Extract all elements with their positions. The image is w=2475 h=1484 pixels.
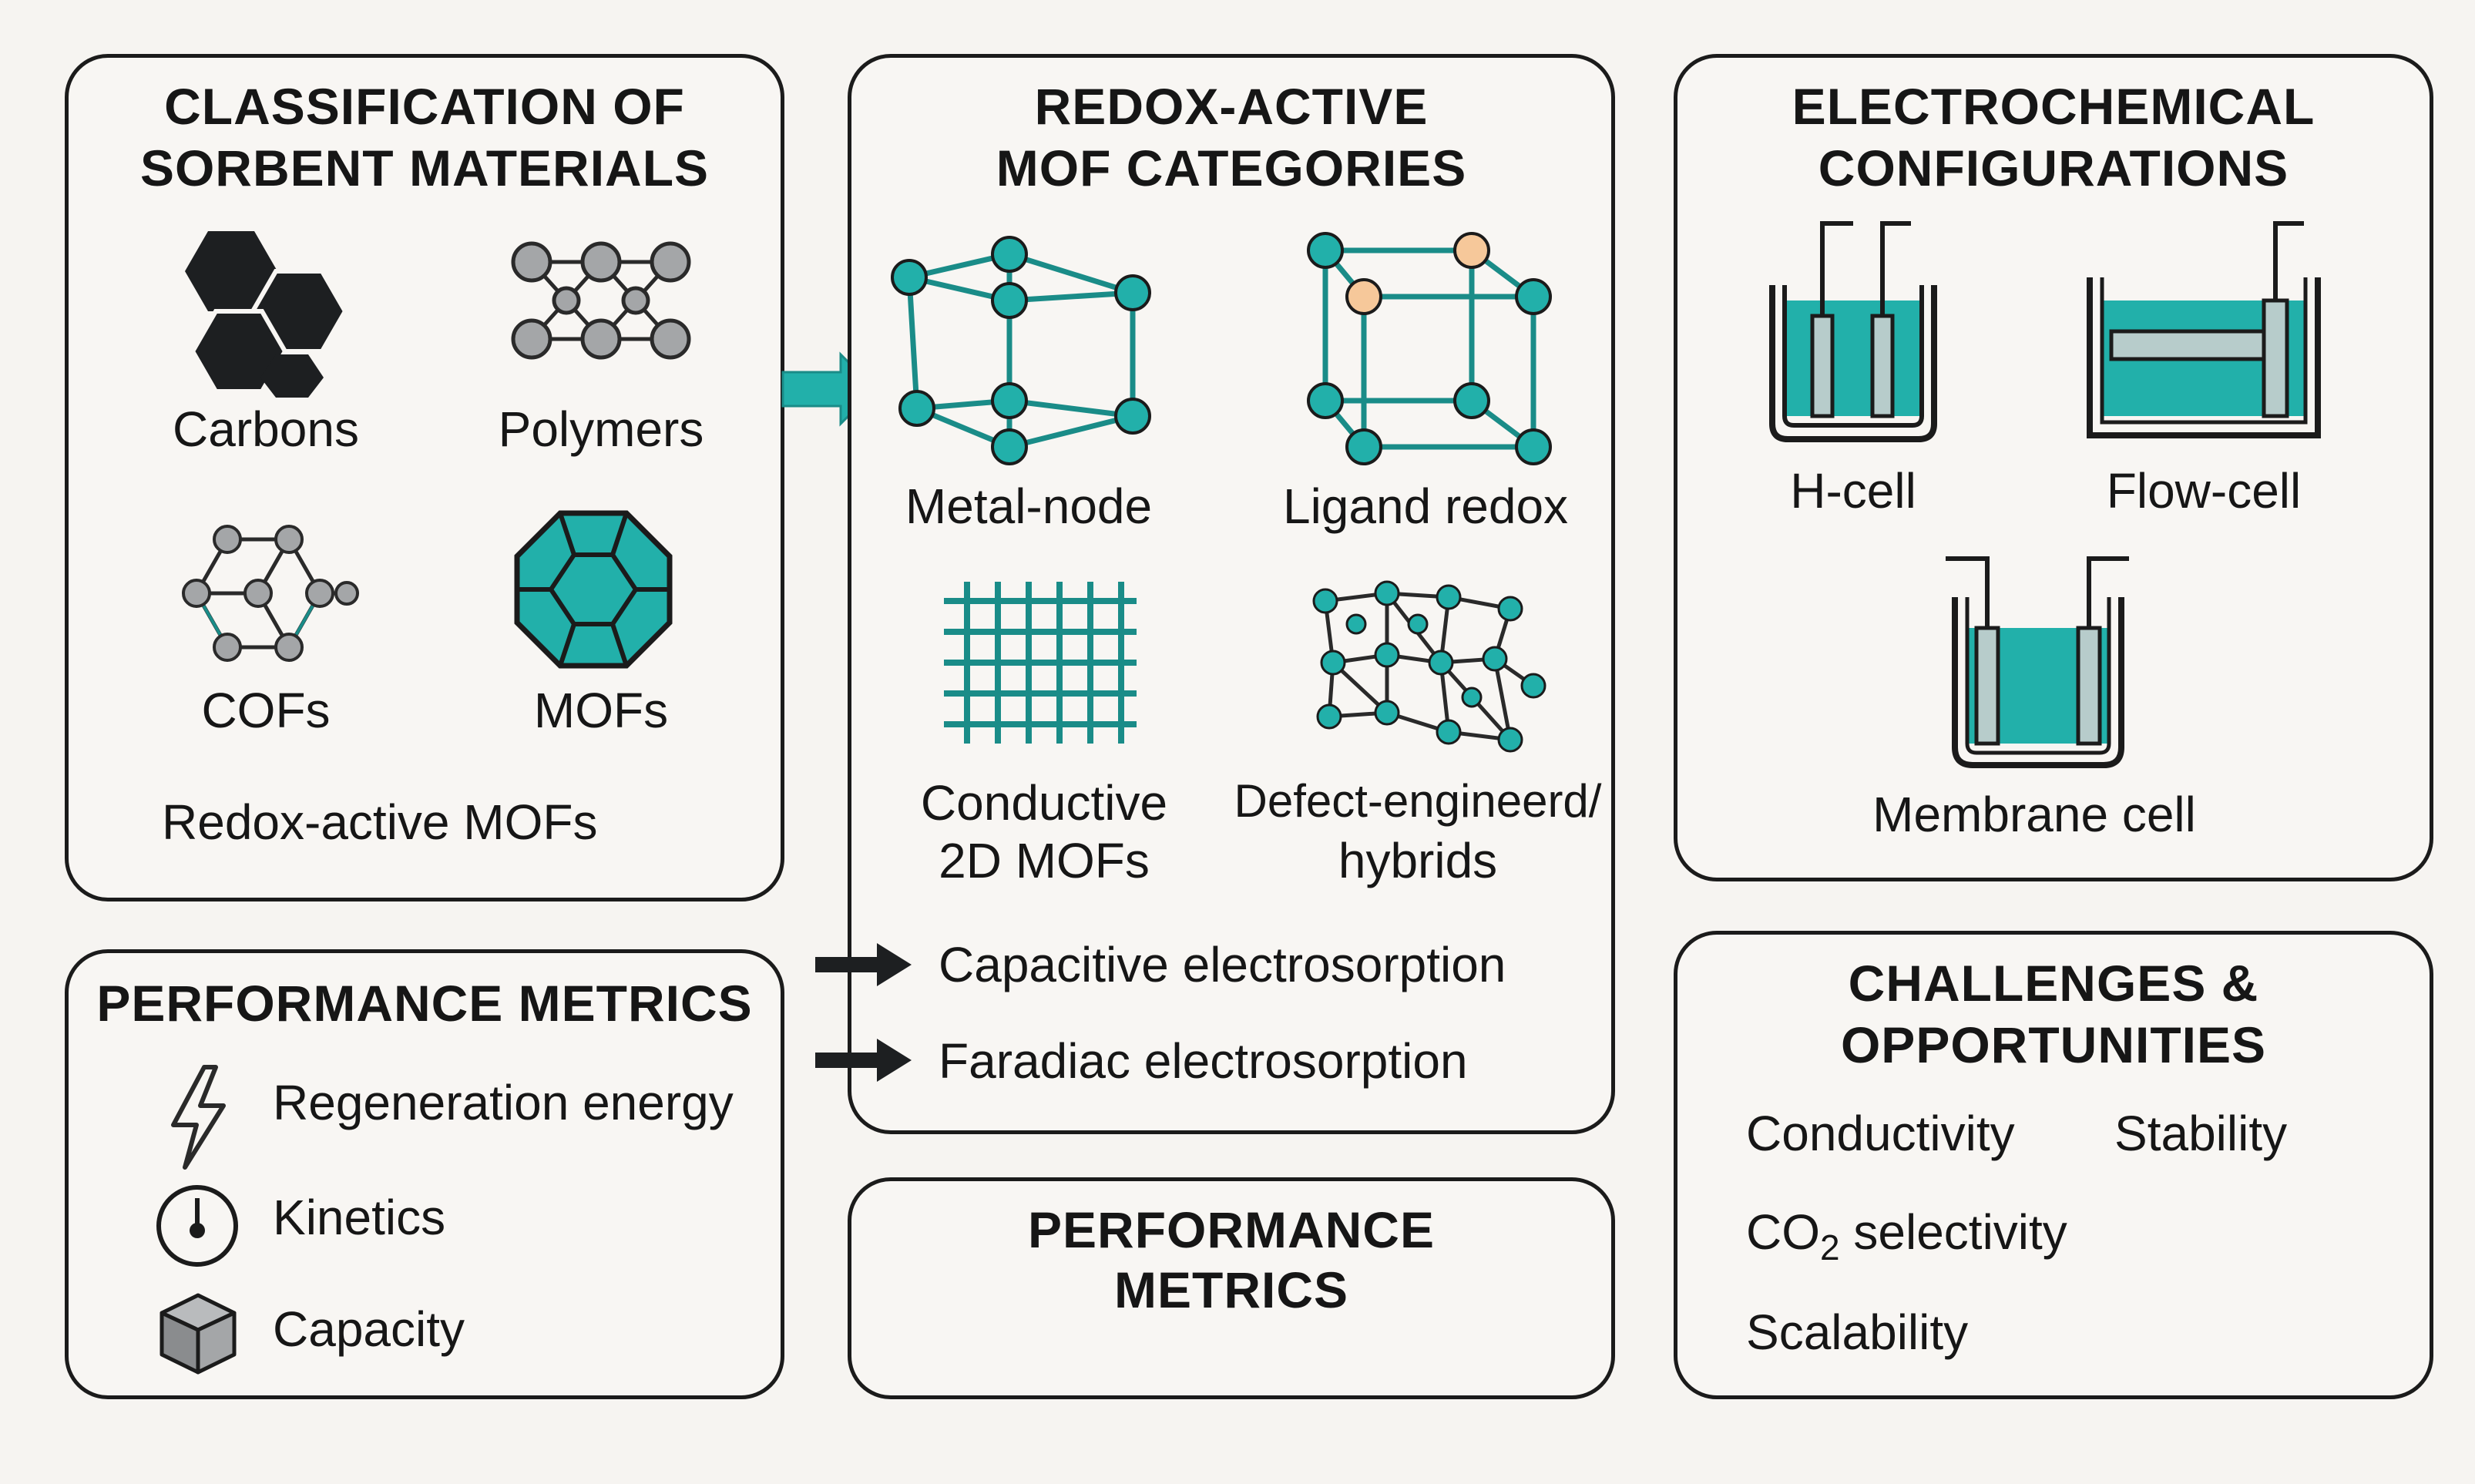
classification-panel <box>65 54 784 901</box>
redox-title-line1: REDOX-ACTIVE <box>1034 78 1429 135</box>
redox-category-label: Ligand redox <box>1282 478 1569 534</box>
arrow-right-icon <box>815 943 912 986</box>
cof-framework-icon <box>182 525 359 662</box>
mechanism-label: Faradiac electrosorption <box>939 1033 1468 1089</box>
classification-footer: Redox-active MOFs <box>162 794 598 850</box>
gauge-icon <box>156 1185 238 1267</box>
redox-title-line2: MOF CATEGORIES <box>996 139 1467 196</box>
configuration-label: Flow-cell <box>2106 463 2302 519</box>
challenges-panel <box>1674 931 2433 1399</box>
redox-category-label-line1: Defect-engineerd/ <box>1234 775 1602 827</box>
performance-item-label: Capacity <box>273 1301 465 1357</box>
redox-category-label: Metal-node <box>905 478 1153 534</box>
hexagon-cluster-icon <box>185 231 348 398</box>
classification-title-line1: CLASSIFICATION OF <box>164 78 685 135</box>
challenge-co2-selectivity: CO2 selectivity <box>1746 1204 2067 1268</box>
defect-network-icon <box>1312 580 1546 753</box>
challenges-title-line2: OPPORTUNITIES <box>1840 1016 2267 1073</box>
ligand-redox-cube-icon <box>1307 232 1552 465</box>
redox-categories-panel <box>848 54 1615 1134</box>
co2-rest: selectivity <box>1853 1204 2067 1260</box>
classification-item-label: Polymers <box>498 401 704 457</box>
mechanism-label: Capacitive electrosorption <box>939 937 1506 992</box>
performance-item-label: Regeneration energy <box>273 1075 734 1130</box>
performance-center-title-line2: METRICS <box>1114 1261 1348 1318</box>
membrane-cell-icon <box>1946 556 2129 768</box>
electrochemical-title-line2: CONFIGURATIONS <box>1818 139 2289 196</box>
performance-item-label: Kinetics <box>273 1190 446 1245</box>
challenge-scalability: Scalability <box>1746 1304 1969 1360</box>
performance-left-title: PERFORMANCE METRICS <box>96 975 753 1032</box>
co2-subscript: 2 <box>1820 1227 1840 1267</box>
redox-category-label-line2: 2D MOFs <box>939 833 1150 888</box>
performance-center-panel <box>848 1177 1615 1399</box>
h-cell-icon <box>1769 221 1937 442</box>
configuration-label: H-cell <box>1790 463 1916 519</box>
lightning-icon <box>171 1065 226 1170</box>
performance-center-title-line1: PERFORMANCE <box>1027 1201 1435 1258</box>
arrow-right-icon <box>815 1039 912 1082</box>
classification-item-label: MOFs <box>533 683 669 738</box>
electrochemical-title-line1: ELECTROCHEMICAL <box>1792 78 2315 135</box>
redox-category-label-line2: hybrids <box>1338 833 1498 888</box>
conductive-grid-icon <box>944 582 1137 744</box>
classification-title-line2: SORBENT MATERIALS <box>139 139 710 196</box>
challenge-stability: Stability <box>2114 1106 2288 1161</box>
flow-cell-icon <box>2087 221 2321 438</box>
challenges-title-line1: CHALLENGES & <box>1848 955 2259 1012</box>
cube-icon <box>160 1293 237 1375</box>
classification-item-label: Carbons <box>173 401 359 457</box>
redox-category-label-line1: Conductive <box>920 775 1168 831</box>
configuration-label: Membrane cell <box>1872 787 2196 842</box>
metal-node-cube-icon <box>891 236 1151 465</box>
classification-item-label: COFs <box>201 683 331 738</box>
co2-main: CO <box>1746 1204 1820 1260</box>
challenge-conductivity: Conductivity <box>1746 1106 2015 1161</box>
polymer-network-icon <box>511 241 691 360</box>
mof-octagon-icon <box>514 510 673 669</box>
